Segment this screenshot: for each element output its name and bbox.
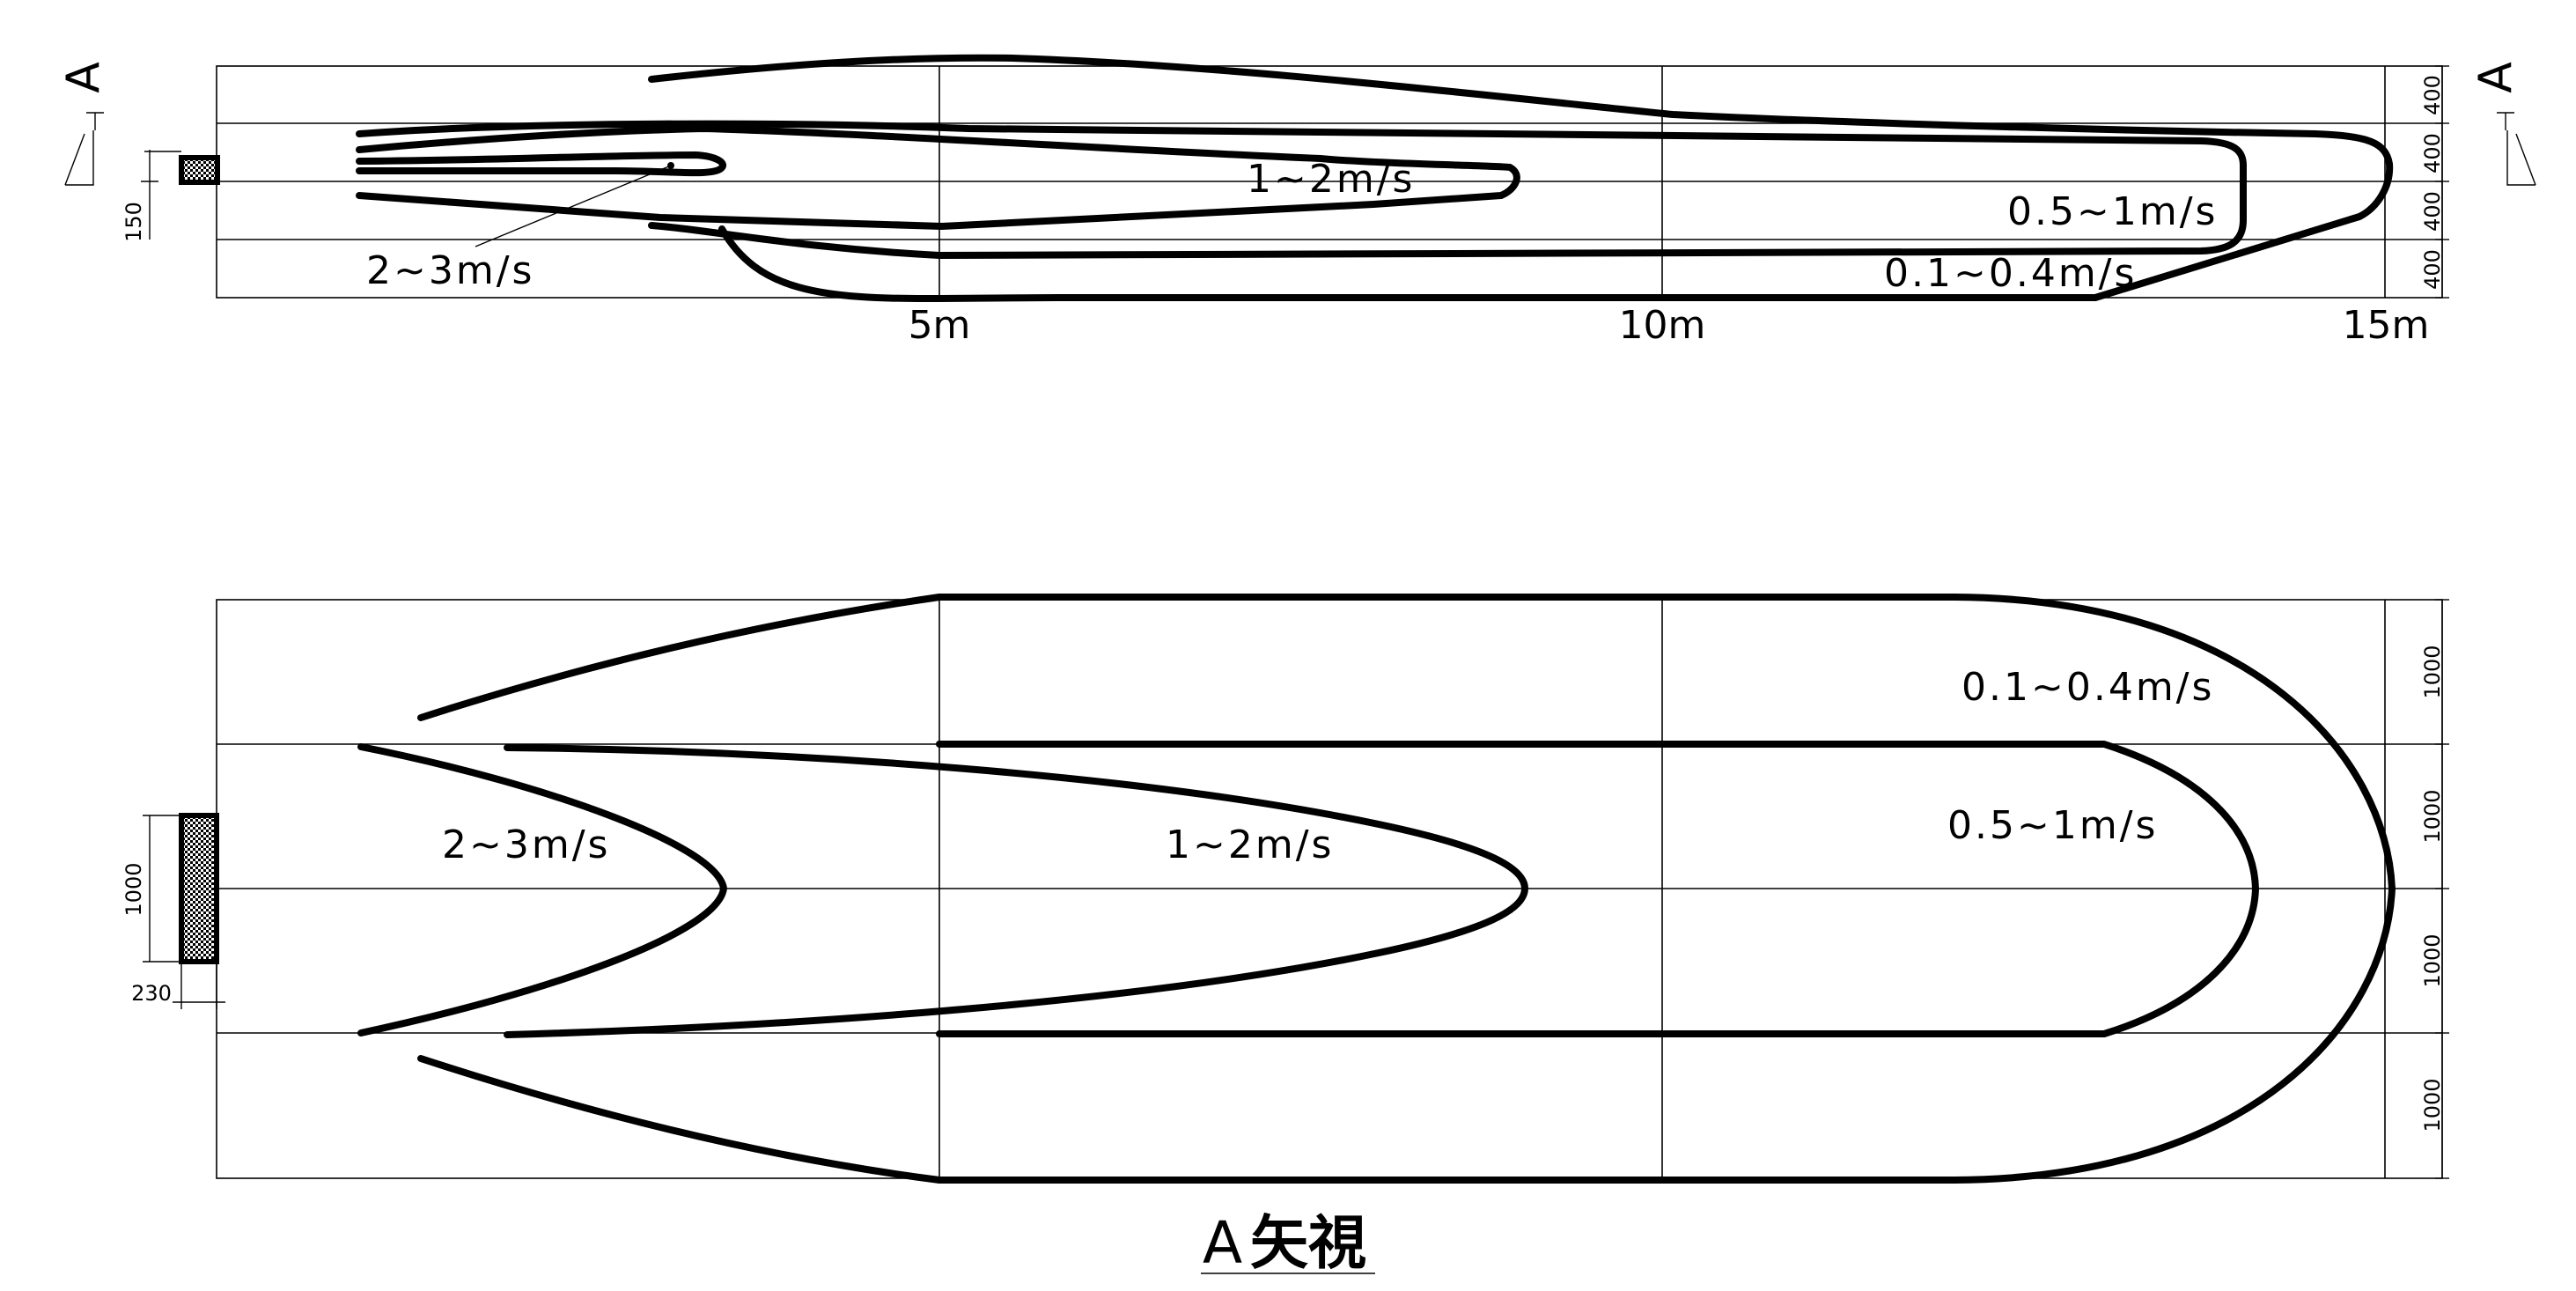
- outlet-nozzle-side: [179, 813, 219, 964]
- side-label-2-3ms: 2~3m/s: [442, 823, 610, 867]
- top-band-dim-3: 400: [2420, 191, 2445, 232]
- section-marker-letter-right: A: [2469, 62, 2522, 93]
- contour-0.5-1ms: [356, 120, 2247, 259]
- side-label-1-2ms: 1~2m/s: [1166, 823, 1334, 867]
- distance-label-15m: 15m: [2343, 303, 2430, 348]
- side-view: 1000 230 0.1~0.4m/s 0.5~1m/s 2~3m/s 1~2m…: [121, 594, 2449, 1277]
- top-view: A A 150 2~3m/s 1~: [57, 54, 2536, 348]
- top-band-dim-1: 400: [2420, 75, 2445, 115]
- outlet-width-dim: 230: [131, 981, 172, 1006]
- contour-0.1-0.4ms: [648, 54, 2394, 303]
- side-label-0.5-1ms: 0.5~1m/s: [1947, 803, 2158, 848]
- section-marker-left: A: [57, 62, 110, 186]
- side-label-0.1-0.4ms: 0.1~0.4m/s: [1961, 665, 2214, 710]
- side-contour-0.5-1ms: [936, 741, 2259, 1037]
- top-band-dim-4: 400: [2420, 249, 2445, 290]
- top-label-0.5-1ms: 0.5~1m/s: [2007, 189, 2218, 234]
- distance-label-10m: 10m: [1619, 303, 1706, 348]
- distance-label-5m: 5m: [909, 303, 971, 348]
- top-label-0.1-0.4ms: 0.1~0.4m/s: [1884, 251, 2137, 296]
- height-dim-label: 150: [121, 202, 146, 242]
- side-contour-0.1-0.4ms: [417, 594, 2396, 1184]
- section-marker-right: A: [2469, 62, 2536, 186]
- contour-1-2ms: [356, 125, 1520, 230]
- side-band-dim-1: 1000: [2420, 645, 2445, 698]
- caption-text: 矢視: [1250, 1209, 1366, 1277]
- leader-dot: [667, 162, 674, 169]
- top-label-2-3ms: 2~3m/s: [366, 248, 534, 293]
- side-contour-2-3ms: [357, 743, 727, 1036]
- side-flow-contours: [357, 594, 2396, 1184]
- outlet-nozzle-top: [179, 155, 220, 185]
- top-label-1-2ms: 1~2m/s: [1247, 157, 1415, 202]
- caption-letter: A: [1203, 1209, 1242, 1277]
- top-flow-contours: [356, 54, 2394, 303]
- height-dimension: 150: [121, 150, 181, 242]
- side-band-dim-2: 1000: [2420, 789, 2445, 843]
- side-contour-1-2ms: [504, 744, 1528, 1038]
- outlet-height-dim: 1000: [121, 862, 146, 916]
- contour-2-3ms: [356, 151, 726, 177]
- top-band-dim-2: 400: [2420, 133, 2445, 173]
- side-band-dimensions: 1000 1000 1000 1000: [2420, 599, 2449, 1179]
- view-caption: A 矢視: [1201, 1209, 1375, 1277]
- section-marker-letter-left: A: [57, 62, 110, 93]
- outlet-dimensions: 1000 230: [121, 815, 225, 1009]
- leader-line-2-3ms: [475, 165, 672, 247]
- top-band-dimensions: 400 400 400 400: [2420, 65, 2449, 299]
- side-band-dim-4: 1000: [2420, 1078, 2445, 1132]
- side-band-dim-3: 1000: [2420, 933, 2445, 987]
